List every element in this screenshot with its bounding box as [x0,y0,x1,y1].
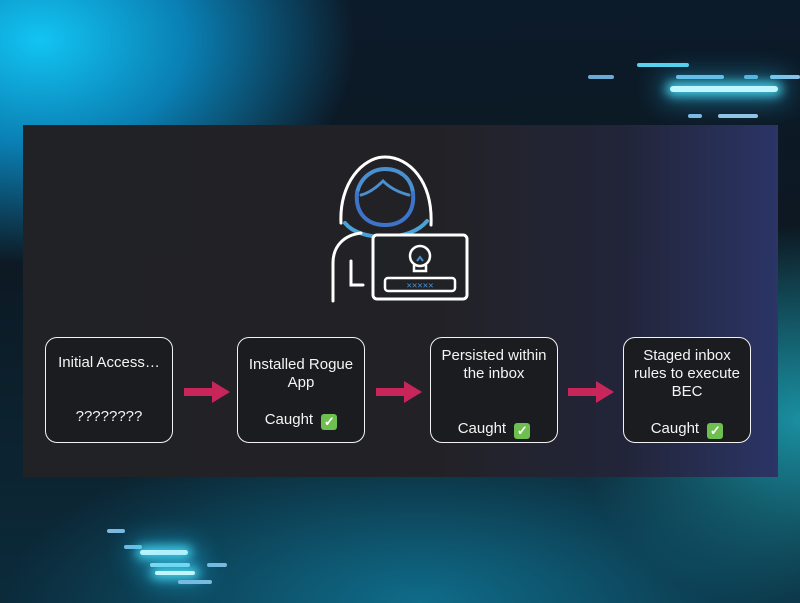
arrow-icon [568,381,614,403]
step-status: ???????? [46,408,172,426]
step-status-text: Caught [650,420,700,437]
decorative-streak [207,563,227,567]
decorative-streak [688,114,702,118]
decorative-streak [637,63,689,67]
step-title: Persisted within the inbox [441,347,547,382]
step-installed-rogue-app: Installed Rogue App Caught ✓ [237,337,365,443]
step-status: Caught ✓ [238,411,364,430]
decorative-streak [770,75,800,79]
decorative-streak [124,545,142,549]
hacker-icon: ✕✕✕✕✕ [331,155,469,303]
decorative-streak [107,529,125,533]
svg-text:✕✕✕✕✕: ✕✕✕✕✕ [406,281,433,291]
step-status-text: Caught [457,420,507,437]
step-title: Staged inbox rules to execute BEC [634,347,740,400]
step-status-text: Caught [264,411,314,428]
checkmark-icon: ✓ [514,423,531,439]
decorative-streak [588,75,614,79]
step-title: Initial Access… [58,354,160,371]
decorative-glow-streak [670,86,778,92]
decorative-glow-streak [140,550,188,555]
step-status: Caught ✓ [431,420,557,439]
step-status: Caught ✓ [624,420,750,439]
arrow-icon [184,381,230,403]
step-status-text: ???????? [75,408,143,425]
arrow-icon [376,381,422,403]
decorative-streak [150,563,190,567]
checkmark-icon: ✓ [707,423,724,439]
decorative-glow-streak [155,571,195,575]
checkmark-icon: ✓ [321,414,338,430]
decorative-streak [178,580,212,584]
step-title: Installed Rogue App [248,356,354,391]
decorative-streak [744,75,758,79]
step-persisted-within-inbox: Persisted within the inbox Caught ✓ [430,337,558,443]
decorative-streak [676,75,724,79]
step-initial-access: Initial Access… ???????? [45,337,173,443]
step-staged-inbox-rules: Staged inbox rules to execute BEC Caught… [623,337,751,443]
decorative-streak [718,114,758,118]
